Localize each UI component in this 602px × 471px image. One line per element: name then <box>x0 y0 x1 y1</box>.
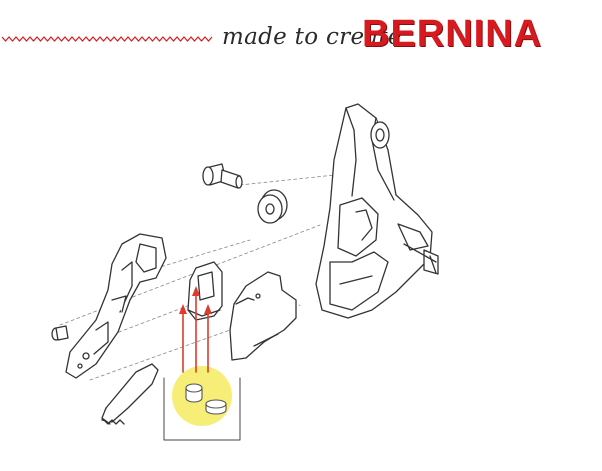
bushing-pads <box>185 383 227 415</box>
header-bar: made to create BERNINA <box>0 0 602 70</box>
washer <box>257 189 288 224</box>
flat-plate <box>229 271 297 361</box>
bernina-logo: BERNINA <box>362 13 543 55</box>
red-arrows <box>179 286 212 373</box>
u-shaped-clip <box>187 261 223 321</box>
zigzag-divider <box>1 36 213 42</box>
main-foot-body <box>315 103 439 319</box>
toothed-slider <box>101 363 159 425</box>
callout-box <box>163 366 241 441</box>
lever-arm-bracket <box>65 233 167 379</box>
small-rivet-pin <box>51 325 69 341</box>
shoulder-screw <box>202 163 243 189</box>
tagline: made to create <box>222 24 402 50</box>
